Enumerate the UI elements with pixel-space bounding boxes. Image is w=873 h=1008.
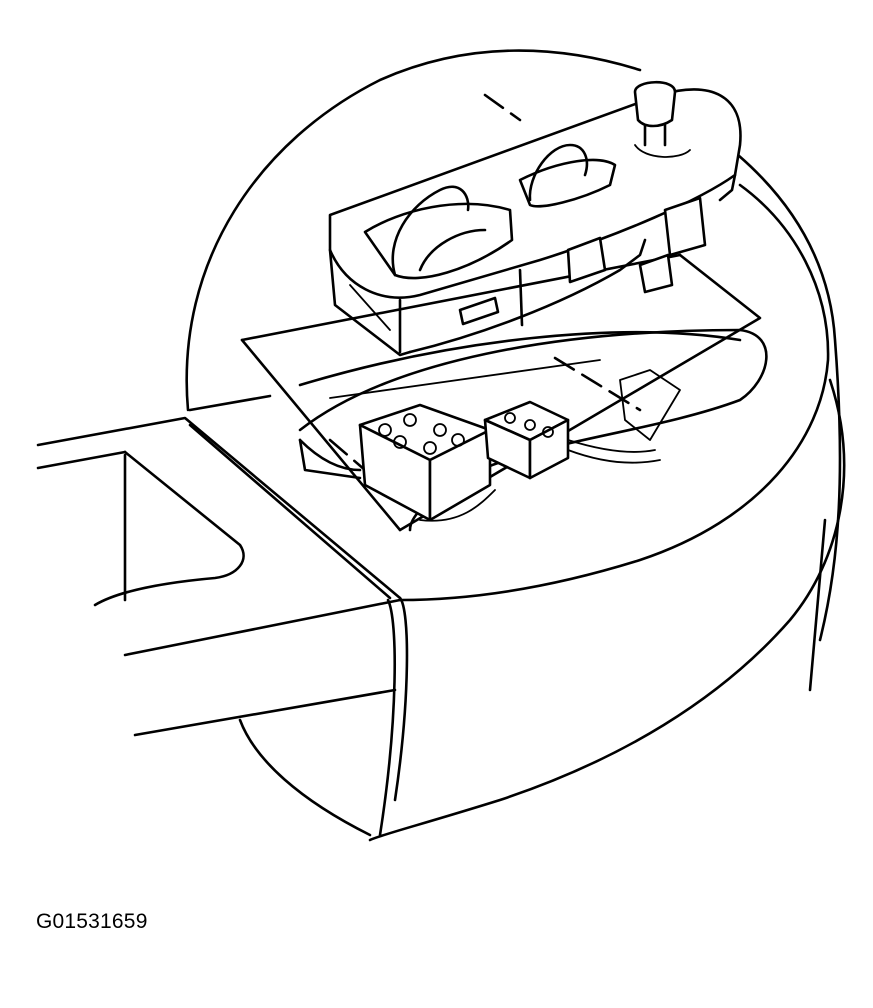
door-trim-panel [185, 49, 846, 842]
figure-id-label: G01531659 [36, 910, 148, 933]
window-switch-assembly [328, 80, 742, 357]
wiring-connectors [298, 369, 681, 522]
armrest [36, 416, 409, 837]
retaining-tabs [349, 196, 707, 331]
